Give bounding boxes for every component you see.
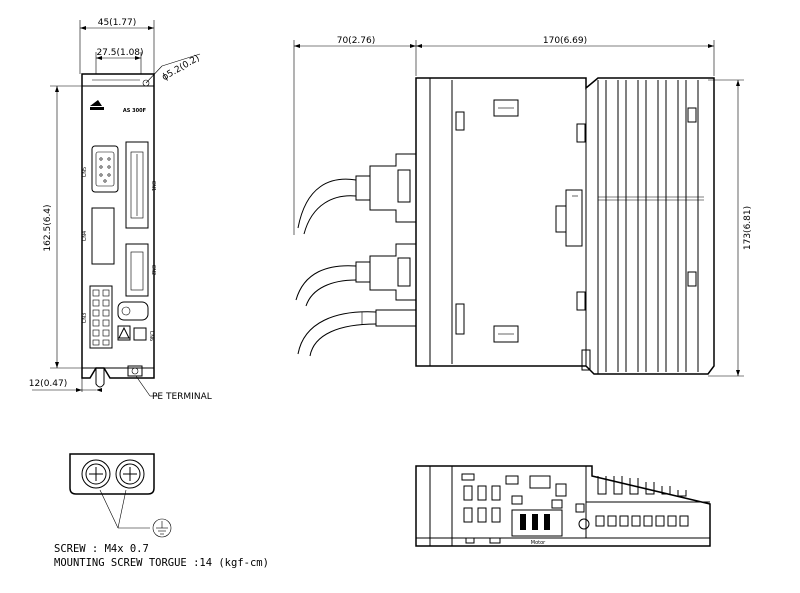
side-view: 70(2.76) 170(6.69) 173(6.81) xyxy=(293,36,753,377)
front-height-dimension: 162.5(6.4) xyxy=(43,204,53,251)
cn6-label: CN6 xyxy=(148,331,154,341)
ground-symbol-icon xyxy=(152,518,172,538)
side-height-dimension: 173(6.81) xyxy=(743,206,753,250)
front-width-dimension: 45(1.77) xyxy=(98,18,137,28)
screw-detail: SCREW : M4x 0.7 MOUNTING SCREW TORGUE :1… xyxy=(54,453,269,569)
side-depth-right-dimension: 170(6.69) xyxy=(543,36,587,46)
front-view: 45(1.77) 27.5(1.08) ϕ5.2(0.2) 162.5(6.4)… xyxy=(29,18,212,402)
hole-diameter-dimension: ϕ5.2(0.2) xyxy=(160,54,201,83)
model-label: AS 300F xyxy=(123,108,146,114)
motor-label: Motor xyxy=(531,540,546,546)
bottom-view: Motor xyxy=(415,465,711,547)
pe-terminal-label: PE TERMINAL xyxy=(152,392,212,402)
front-inner-width-dimension: 27.5(1.08) xyxy=(96,48,143,58)
cn4-label: CN4 xyxy=(82,231,88,241)
cn3-label: CN3 xyxy=(82,313,88,323)
cn5-label: CN5 xyxy=(82,167,88,177)
screw-spec-note: SCREW : M4x 0.7 xyxy=(54,543,149,555)
torque-spec-note: MOUNTING SCREW TORGUE :14 (kgf-cm) xyxy=(54,557,269,569)
bottom-offset-dimension: 12(0.47) xyxy=(29,379,68,389)
cn2-label: CN2 xyxy=(150,265,156,275)
side-depth-left-dimension: 70(2.76) xyxy=(337,36,376,46)
cn1-label: CN1 xyxy=(150,181,156,191)
